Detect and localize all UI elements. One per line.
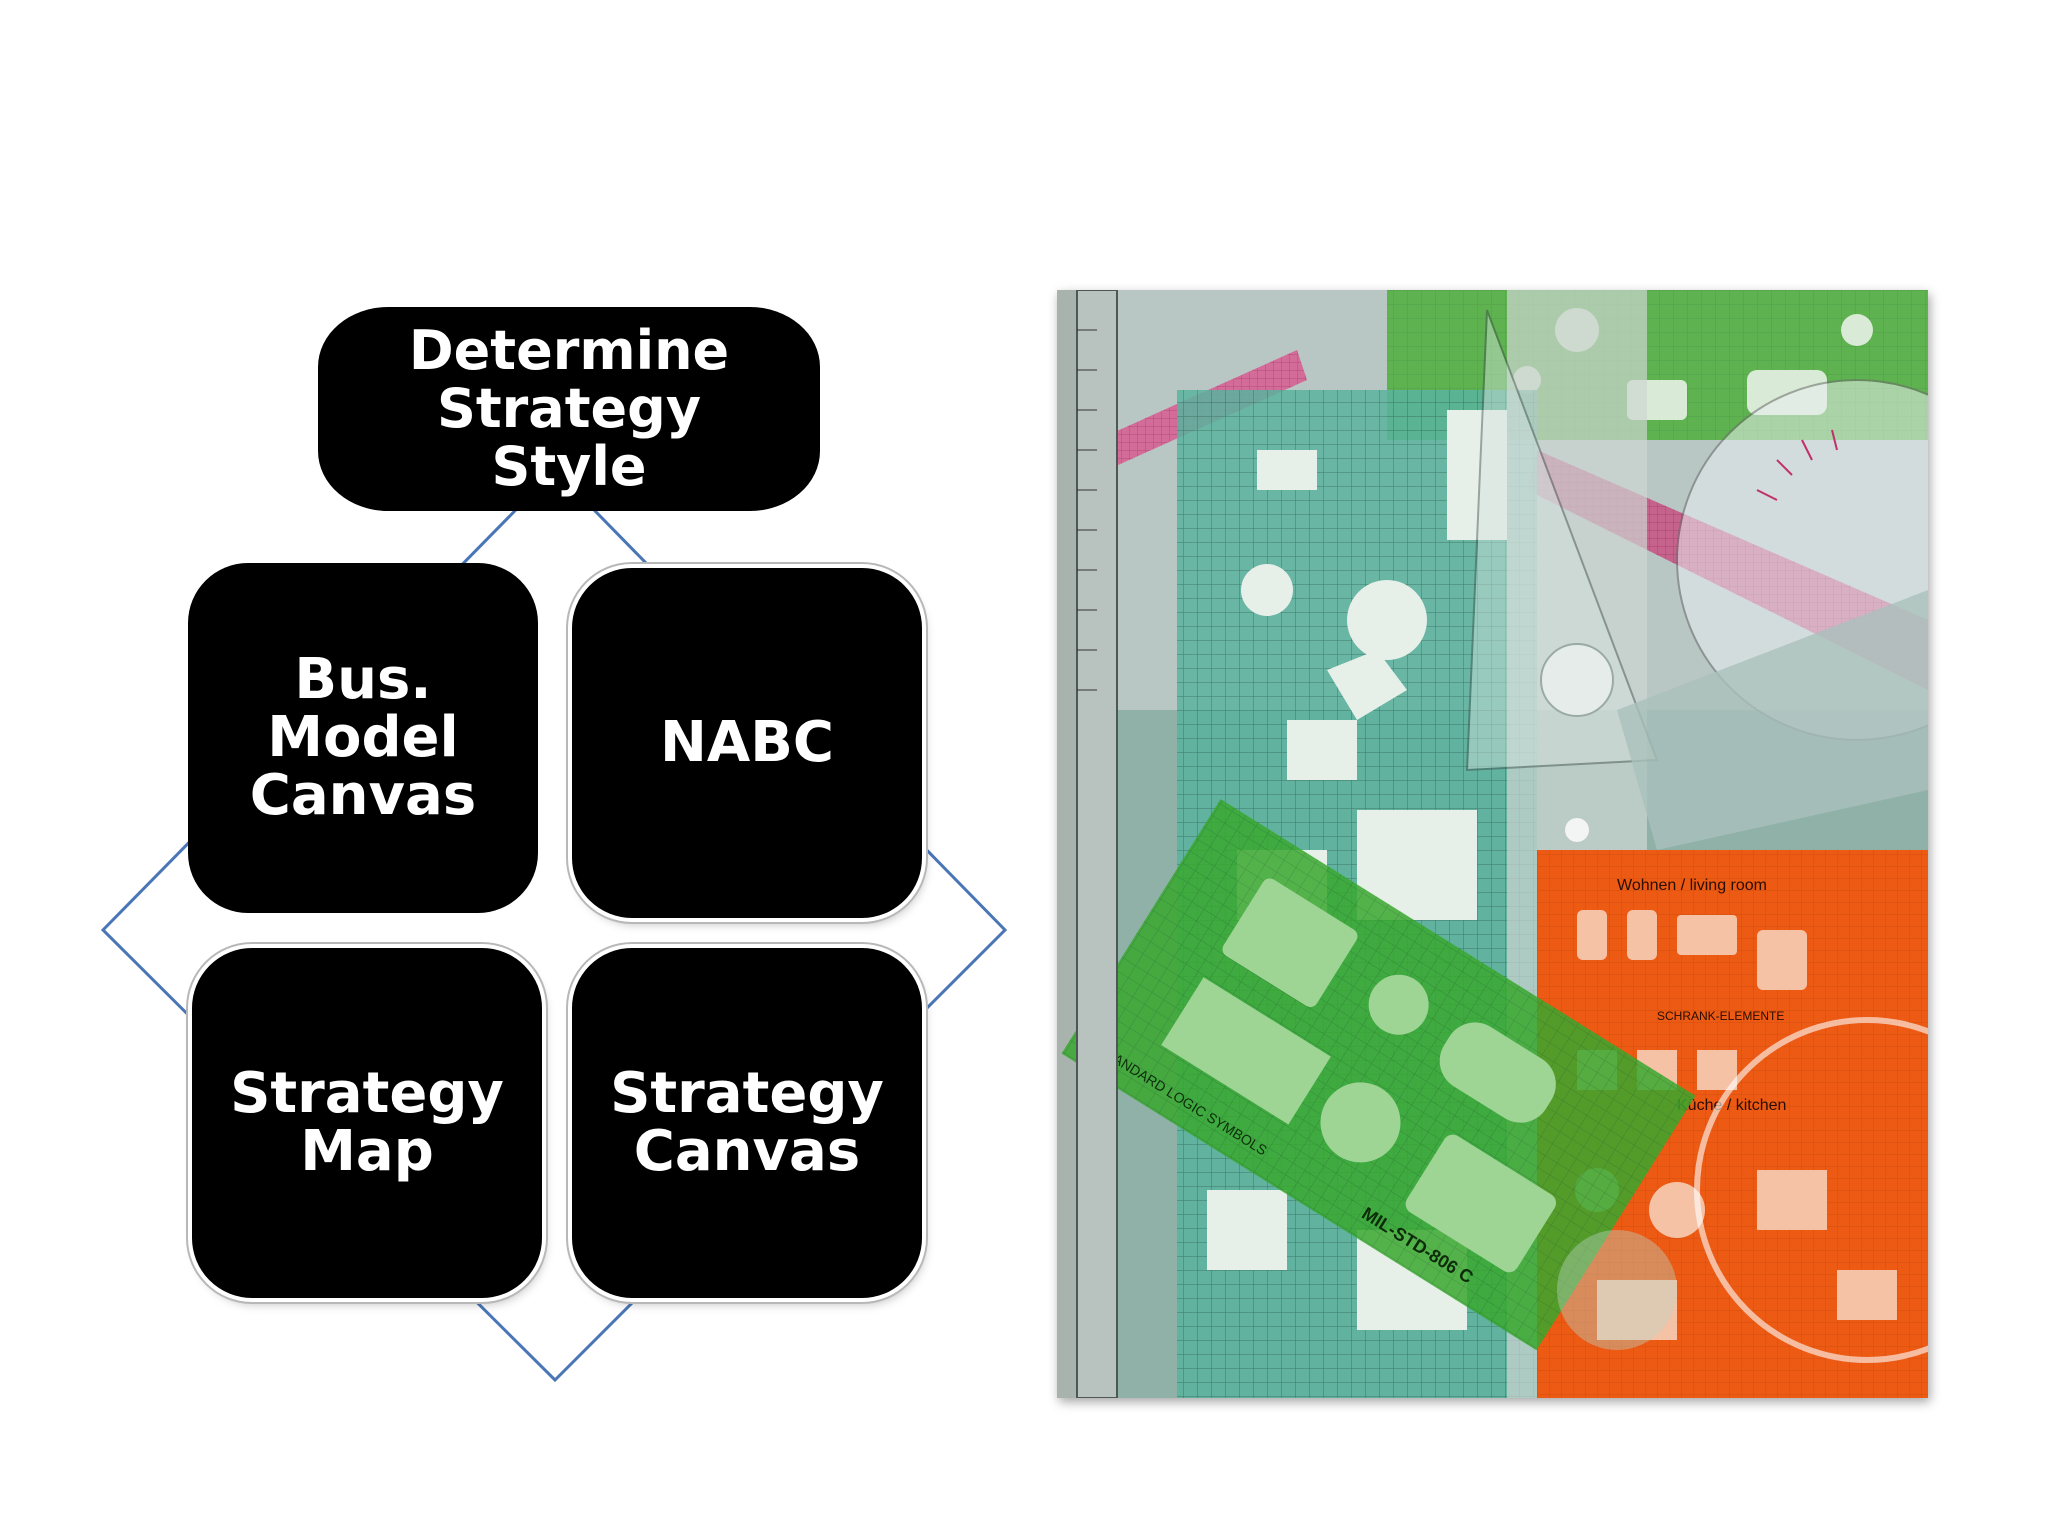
top-box-label: Determine Strategy Style xyxy=(408,319,730,498)
clear-stencil-numbers xyxy=(1617,590,1928,850)
orange-stencil-text: Wohnen / living room xyxy=(1617,877,1767,894)
orange-stencil-text-3: Küche / kitchen xyxy=(1677,1097,1786,1114)
stencils-illustration: Wohnen / living room SCHRANK-ELEMENTE Kü… xyxy=(1057,290,1928,1398)
tile-label: Strategy Map xyxy=(230,1061,504,1184)
tile-label: Bus. Model Canvas xyxy=(249,647,477,828)
tile-label: NABC xyxy=(660,710,834,775)
business-model-canvas-tile: Bus. Model Canvas xyxy=(188,563,538,913)
drafting-stencils-photo: Wohnen / living room SCHRANK-ELEMENTE Kü… xyxy=(1057,290,1928,1398)
clear-triangle xyxy=(1465,309,1659,772)
green-stencil-logic-symbols: STANDARD LOGIC SYMBOLS MIL-STD-806 C xyxy=(1061,799,1696,1351)
tile-label: Strategy Canvas xyxy=(610,1061,884,1184)
strategy-canvas-tile: Strategy Canvas xyxy=(572,948,922,1298)
nabc-tile: NABC xyxy=(572,568,922,918)
strategy-map-tile: Strategy Map xyxy=(192,948,542,1298)
determine-strategy-style-box: Determine Strategy Style xyxy=(318,307,820,511)
orange-stencil-text-2: SCHRANK-ELEMENTE xyxy=(1657,1009,1784,1023)
